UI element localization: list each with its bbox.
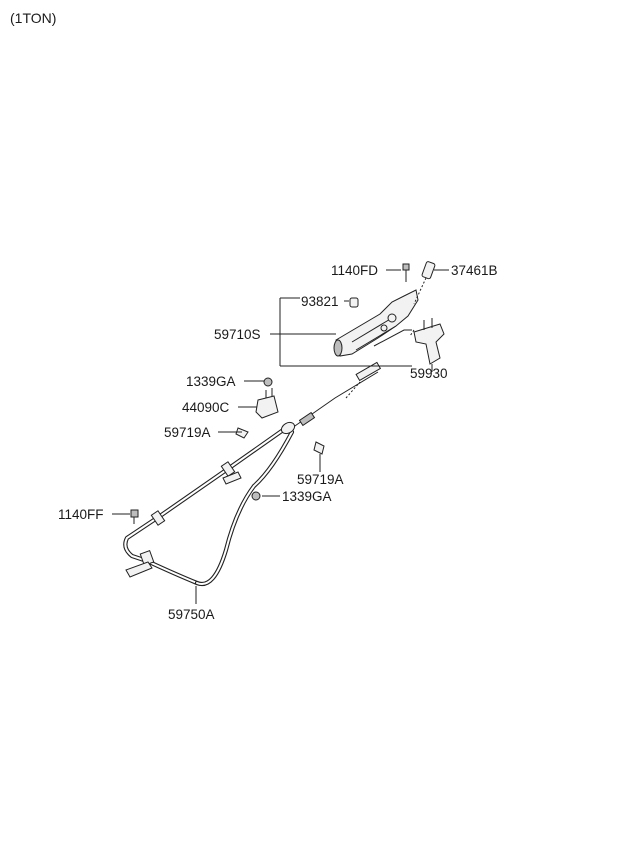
label-59719a-left: 59719A	[164, 425, 211, 440]
label-1339ga-mid: 1339GA	[282, 489, 332, 504]
label-59710s: 59710S	[214, 327, 261, 342]
nut-93821	[349, 297, 359, 308]
lever-bracket	[413, 318, 445, 365]
bracket-44090c	[255, 388, 279, 419]
parking-brake-lever	[333, 289, 419, 357]
bolt-1140fd	[402, 263, 410, 282]
label-1339ga-top: 1339GA	[186, 374, 236, 389]
brake-switch	[413, 261, 436, 305]
label-44090c: 44090C	[182, 400, 230, 415]
label-1140ff: 1140FF	[58, 507, 104, 522]
label-59719a-right: 59719A	[297, 472, 344, 487]
nut-1339ga-mid	[251, 491, 261, 501]
label-1140fd: 1140FD	[331, 263, 378, 278]
rear-cable-assembly	[123, 361, 382, 587]
diagram-header: (1TON)	[10, 10, 57, 26]
nut-1339ga-top	[263, 377, 273, 387]
label-59930: 59930	[410, 366, 448, 381]
label-59750a: 59750A	[168, 607, 215, 622]
bolt-1140ff	[130, 509, 139, 524]
label-93821: 93821	[301, 294, 339, 309]
label-37461b: 37461B	[451, 263, 498, 278]
leader-lines	[112, 269, 449, 604]
